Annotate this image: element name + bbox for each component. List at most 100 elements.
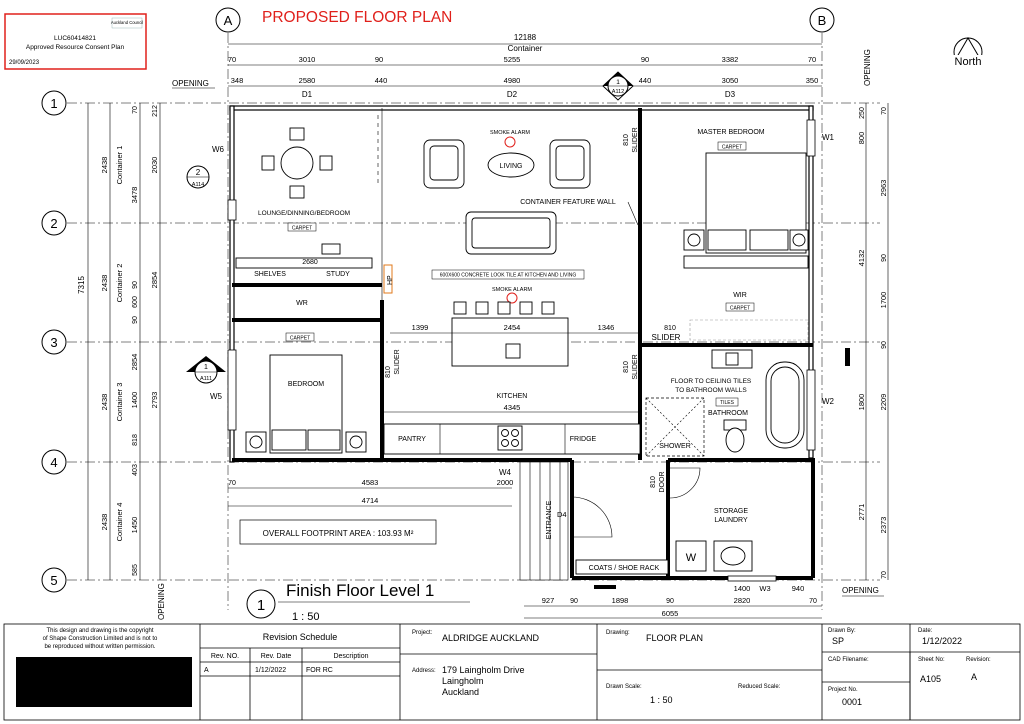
entrance-label: ENTRANCE [546, 500, 553, 539]
dim-top2-2: 2580 [299, 76, 316, 85]
room-storage: STORAGE [714, 508, 748, 515]
svg-text:90: 90 [132, 316, 139, 324]
smoke-alarm-2: SMOKE ALARM [492, 287, 532, 293]
wir-slider: SLIDER [652, 333, 681, 342]
svg-text:Revision:: Revision: [966, 657, 991, 663]
opening-top-left: OPENING [172, 79, 209, 88]
svg-text:1400: 1400 [734, 584, 751, 593]
dim-bottom-4583: 4583 [362, 478, 379, 487]
copyright-3: be reproduced without written permission… [44, 644, 155, 650]
window-w6: W6 [212, 145, 225, 154]
section-marker-a112: 1 A112 [602, 71, 634, 101]
level-scale: 1 : 50 [292, 611, 320, 623]
svg-text:90: 90 [570, 598, 578, 605]
container-4-label: Container 4 [115, 503, 124, 542]
svg-text:Project:: Project: [412, 630, 433, 636]
svg-text:600: 600 [132, 296, 139, 308]
room-bedroom: BEDROOM [288, 381, 324, 388]
svg-text:212: 212 [152, 105, 159, 117]
grid-row-1: 1 [50, 96, 57, 111]
dim-container-label: Container [508, 44, 543, 53]
shape-logo: SHAPE [43, 664, 165, 699]
room-living: LIVING [500, 163, 523, 170]
svg-text:1700: 1700 [879, 292, 888, 309]
bathroom-slider: SLIDER [632, 354, 639, 379]
svg-text:3478: 3478 [130, 187, 139, 204]
laundry-door: DOOR [659, 472, 666, 493]
copyright-2: of Shape Construction Limited and is not… [43, 636, 158, 642]
grid-row-2: 2 [50, 216, 57, 231]
smoke-alarm-1: SMOKE ALARM [490, 130, 530, 136]
rev-desc: FOR RC [306, 667, 333, 674]
grid-col-a: A [224, 13, 233, 28]
svg-text:Sheet No:: Sheet No: [918, 657, 945, 663]
svg-text:CARPET: CARPET [730, 306, 750, 312]
svg-text:810: 810 [664, 325, 676, 332]
room-study: STUDY [326, 271, 350, 278]
svg-text:4132: 4132 [857, 250, 866, 267]
svg-text:2030: 2030 [150, 157, 159, 174]
svg-text:Reduced Scale:: Reduced Scale: [738, 684, 781, 690]
svg-text:Date:: Date: [918, 628, 933, 634]
svg-text:A111: A111 [200, 376, 212, 382]
drawn-by: SP [832, 636, 844, 646]
window-w1: W1 [822, 133, 835, 142]
level-label: 1 Finish Floor Level 1 1 : 50 [246, 581, 470, 623]
room-coats: COATS / SHOE RACK [589, 565, 660, 572]
door-d4: D4 [557, 510, 567, 519]
consent-date: 29/09/2023 [9, 60, 40, 66]
dim-top-1: 70 [228, 55, 236, 64]
svg-text:CARPET: CARPET [722, 145, 742, 151]
svg-text:70: 70 [228, 480, 236, 487]
svg-text:2854: 2854 [130, 354, 139, 371]
dim-overall-depth: 7315 [77, 276, 86, 294]
grid-col-b: B [818, 13, 827, 28]
svg-text:2438: 2438 [100, 275, 109, 292]
drawn-scale: 1 : 50 [650, 695, 673, 705]
island-right: 1346 [598, 323, 615, 332]
dim-overall-width: 12188 [514, 33, 537, 42]
svg-text:1450: 1450 [130, 517, 139, 534]
dim-bottom-6055: 6055 [662, 609, 679, 618]
svg-text:585: 585 [132, 564, 139, 576]
consent-label: Approved Resource Consent Plan [26, 44, 125, 51]
tile-note: 600X600 CONCRETE LOOK TILE AT KITCHEN AN… [440, 273, 577, 279]
svg-text:Rev. Date: Rev. Date [261, 653, 292, 660]
island-left: 1399 [412, 323, 429, 332]
svg-text:1: 1 [616, 79, 620, 86]
north-label: North [955, 56, 982, 68]
drawing-date: 1/12/2022 [922, 636, 962, 646]
drawing-name: FLOOR PLAN [646, 633, 703, 643]
svg-text:818: 818 [132, 434, 139, 446]
svg-text:1: 1 [204, 364, 208, 371]
section-marker-a111: 1 A111 [186, 356, 226, 384]
dim-top-6: 3382 [722, 55, 739, 64]
title-block: This design and drawing is the copyright… [3, 623, 1021, 721]
consent-stamp: Auckland Council LUC60414821 Approved Re… [4, 13, 147, 70]
opening-left: OPENING [157, 583, 166, 620]
copyright-1: This design and drawing is the copyright [46, 628, 153, 634]
project-name: ALDRIDGE AUCKLAND [442, 633, 540, 643]
washer: W [686, 552, 697, 564]
svg-text:2793: 2793 [150, 392, 159, 409]
svg-text:TILES: TILES [720, 400, 735, 406]
room-wir: WIR [733, 292, 747, 299]
svg-text:810: 810 [623, 361, 630, 373]
master-bedroom: MASTER BEDROOM CARPET WIR CARPET 810 SLI… [623, 127, 809, 342]
svg-text:2: 2 [196, 168, 201, 177]
opening-right: OPENING [842, 586, 879, 595]
svg-text:2771: 2771 [857, 504, 866, 521]
room-pantry: PANTRY [398, 436, 426, 443]
svg-text:2438: 2438 [100, 514, 109, 531]
svg-text:403: 403 [132, 464, 139, 476]
container-3-label: Container 3 [115, 383, 124, 422]
project-number: 0001 [842, 697, 862, 707]
address-line-1: 179 Laingholm Drive [442, 665, 525, 675]
windows: W6 W5 W1 W2 [210, 119, 850, 589]
dim-top-2: 3010 [299, 55, 316, 64]
svg-text:70: 70 [881, 571, 888, 579]
door-d2: D2 [507, 90, 518, 99]
room-shelves: SHELVES [254, 271, 286, 278]
revision-schedule-title: Revision Schedule [263, 632, 338, 642]
tile-walls-note-2: TO BATHROOM WALLS [675, 387, 747, 394]
